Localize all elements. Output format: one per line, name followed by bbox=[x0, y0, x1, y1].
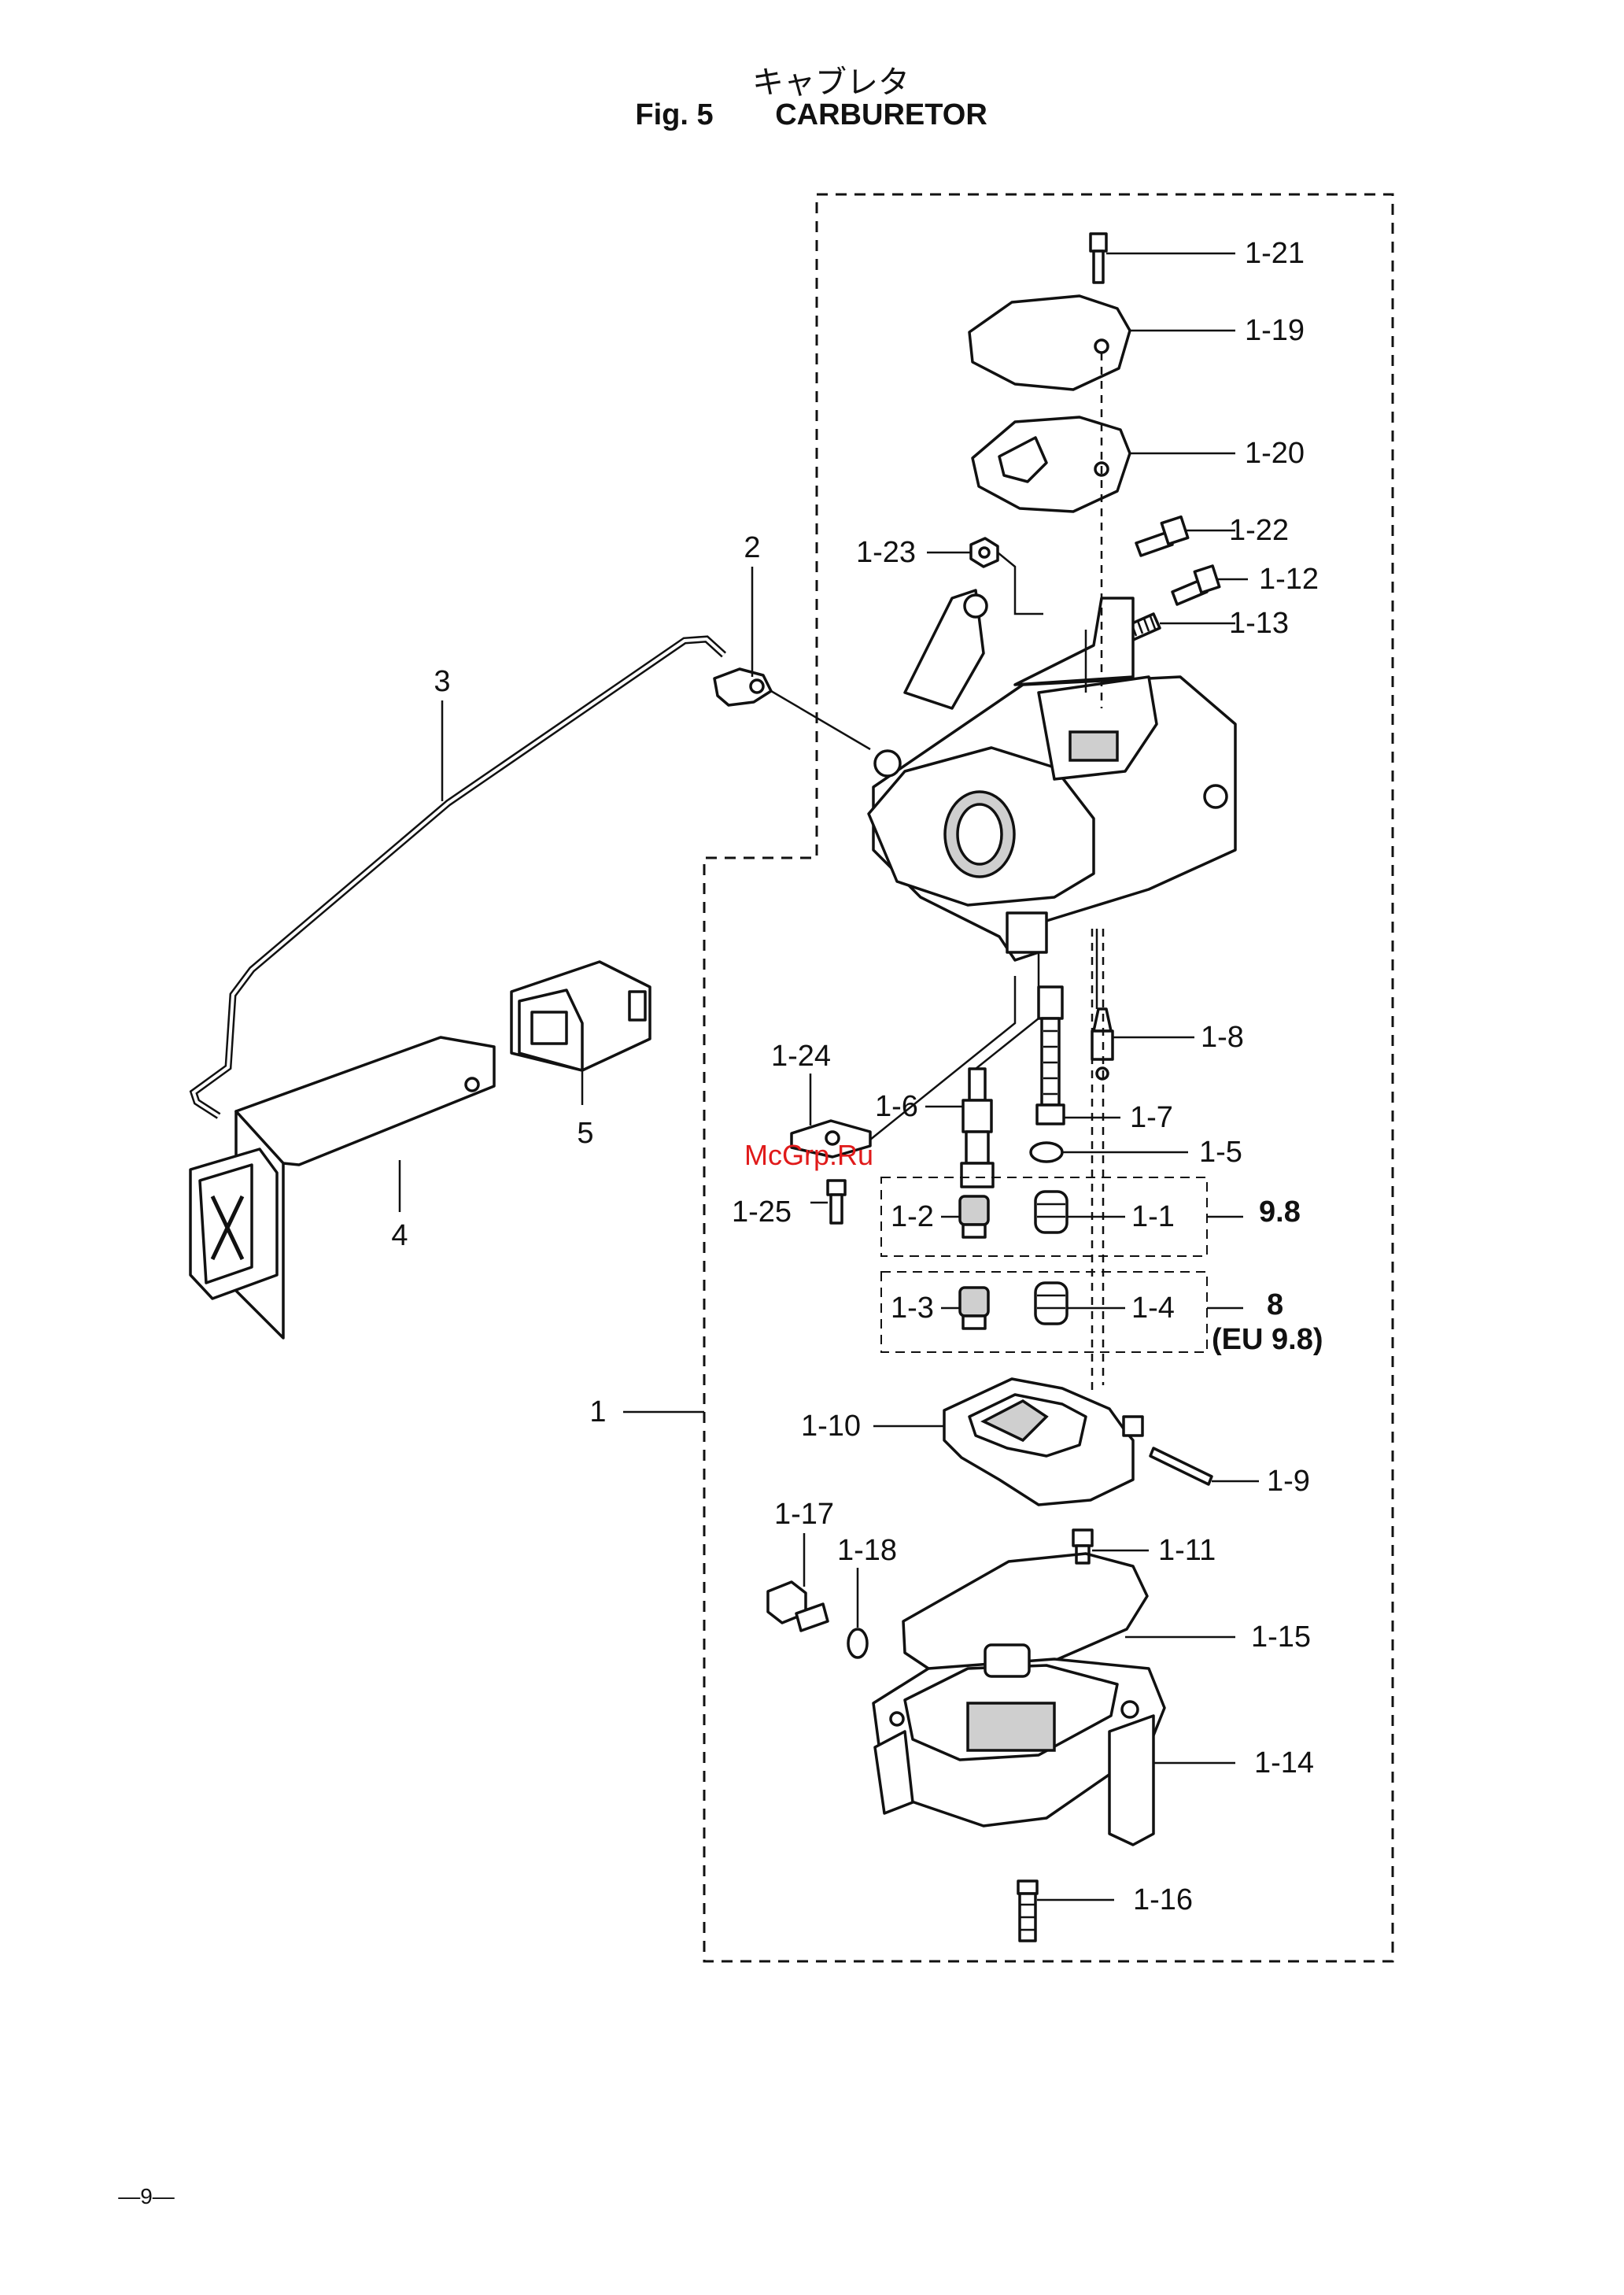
callout-1-12: 1-12 bbox=[1259, 563, 1319, 596]
callout-1-3: 1-3 bbox=[891, 1292, 934, 1325]
callout-1-16: 1-16 bbox=[1133, 1883, 1193, 1916]
clip-2-icon bbox=[714, 669, 771, 705]
callout-1-19: 1-19 bbox=[1245, 314, 1305, 347]
screw-1-17-icon bbox=[768, 1582, 828, 1631]
title-japanese: キャブレタ bbox=[752, 65, 910, 101]
float-chamber-icon bbox=[873, 1645, 1164, 1845]
callout-1: 1 bbox=[589, 1395, 606, 1428]
callout-1-1: 1-1 bbox=[1131, 1200, 1175, 1233]
jet-1-1-icon bbox=[1035, 1192, 1067, 1232]
cap-5-icon bbox=[511, 962, 650, 1070]
variant-9-8-label: 9.8 bbox=[1259, 1196, 1301, 1229]
callout-1-22: 1-22 bbox=[1229, 514, 1289, 547]
drain-screw-1-16-icon bbox=[1018, 1881, 1037, 1941]
callout-1-2: 1-2 bbox=[891, 1200, 934, 1233]
callout-1-13: 1-13 bbox=[1229, 607, 1289, 640]
screw-1-12-icon bbox=[1172, 566, 1220, 604]
float-icon bbox=[944, 1379, 1142, 1505]
leader-lines bbox=[400, 253, 1259, 1900]
variant-8-note: (EU 9.8) bbox=[1212, 1323, 1323, 1356]
choke-knob-4-icon bbox=[190, 1037, 494, 1338]
variant-8-label: 8 bbox=[1267, 1288, 1283, 1321]
callout-1-10: 1-10 bbox=[801, 1410, 861, 1443]
callout-1-4: 1-4 bbox=[1131, 1292, 1175, 1325]
callout-1-21: 1-21 bbox=[1245, 237, 1305, 270]
carburetor-body-icon bbox=[869, 590, 1235, 960]
page-number: —9— bbox=[118, 2184, 175, 2208]
title-english: CARBURETOR bbox=[775, 98, 987, 131]
callout-1-23: 1-23 bbox=[856, 536, 916, 569]
callout-1-7: 1-7 bbox=[1130, 1101, 1173, 1134]
callout-1-25: 1-25 bbox=[732, 1196, 792, 1229]
screw-1-25-icon bbox=[828, 1181, 845, 1223]
screw-1-22-icon bbox=[1136, 517, 1188, 556]
nut-1-23-icon bbox=[971, 538, 998, 567]
callout-3: 3 bbox=[434, 665, 450, 698]
callout-1-20: 1-20 bbox=[1245, 437, 1305, 470]
watermark: McGrp.Ru bbox=[744, 1139, 873, 1171]
jet-1-3-icon bbox=[960, 1288, 988, 1329]
figure-label: Fig. 5 bbox=[635, 98, 713, 131]
callout-1-15: 1-15 bbox=[1251, 1621, 1311, 1654]
screw-1-21-icon bbox=[1091, 234, 1106, 283]
callout-1-17: 1-17 bbox=[774, 1498, 834, 1531]
callout-1-9: 1-9 bbox=[1267, 1465, 1310, 1498]
needle-jet-1-7-icon bbox=[1037, 987, 1064, 1124]
o-ring-1-18-icon bbox=[848, 1629, 867, 1658]
callout-1-8: 1-8 bbox=[1201, 1021, 1244, 1054]
callout-1-6: 1-6 bbox=[875, 1090, 918, 1123]
jet-1-2-icon bbox=[960, 1196, 988, 1237]
callout-1-5: 1-5 bbox=[1199, 1136, 1242, 1169]
callout-1-24: 1-24 bbox=[771, 1040, 831, 1073]
callout-1-18: 1-18 bbox=[837, 1534, 897, 1567]
screw-1-11-icon bbox=[1073, 1530, 1092, 1563]
jet-1-4-icon bbox=[1035, 1283, 1067, 1324]
pin-1-9-icon bbox=[1150, 1448, 1212, 1484]
callout-1-11: 1-11 bbox=[1158, 1534, 1216, 1567]
callout-2: 2 bbox=[744, 531, 760, 564]
callout-5: 5 bbox=[577, 1117, 593, 1150]
callout-4: 4 bbox=[391, 1219, 408, 1252]
o-ring-1-5-icon bbox=[1031, 1143, 1062, 1162]
callout-1-14: 1-14 bbox=[1254, 1746, 1314, 1779]
jet-1-6-icon bbox=[961, 1069, 993, 1187]
